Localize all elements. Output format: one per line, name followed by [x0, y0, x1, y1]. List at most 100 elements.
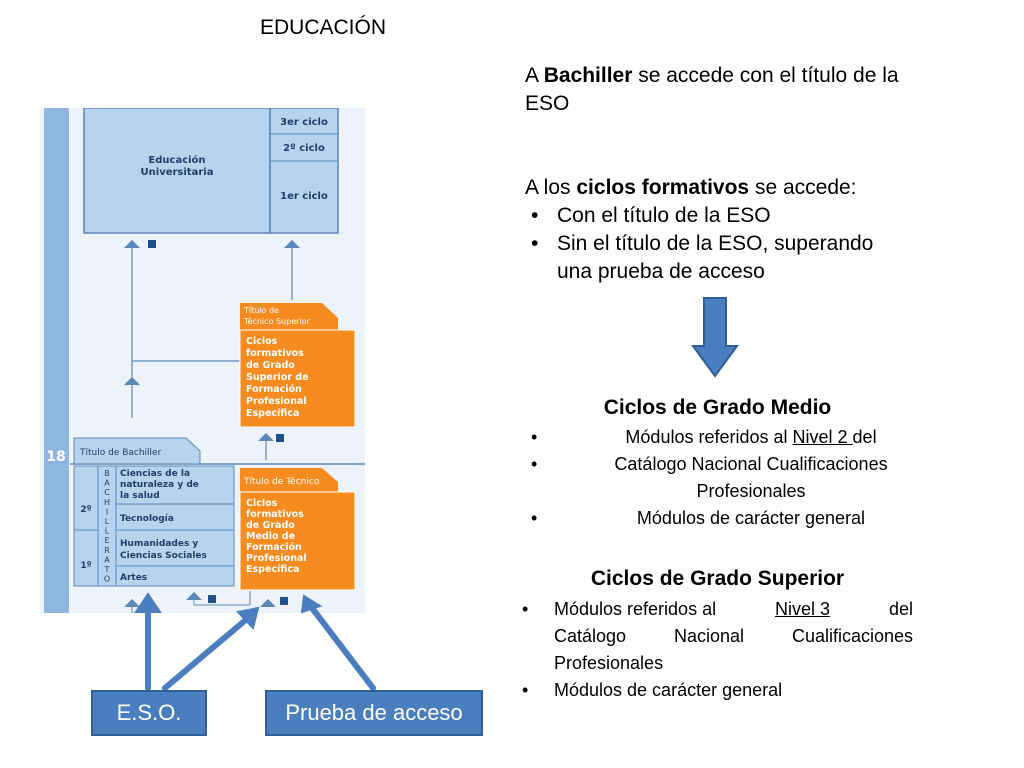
bachillerato-letter: O	[104, 575, 110, 584]
diagram-text-line: Superior de	[246, 372, 309, 383]
eso-button[interactable]: E.S.O.	[91, 690, 207, 736]
diagram-text-line: Específica	[246, 408, 299, 419]
titulo-tecnico-tab	[240, 468, 338, 492]
grado-medio-bullet-1-cont: Catálogo Nacional CualificacionesProfesi…	[525, 451, 945, 505]
titulo-tecnico-superior-tab	[240, 303, 338, 330]
ciclo1-label: 1er ciclo	[280, 191, 328, 202]
bachillerato-letter: L	[105, 527, 110, 536]
diagram-text-line: Ciclos	[246, 498, 278, 509]
up-arrow-icon	[124, 240, 140, 248]
education-system-diagram: 18 Educación Universitaria 3er ciclo 2º …	[40, 108, 365, 613]
ciclos-bullet-2-line2: una prueba de acceso	[557, 260, 765, 283]
diagram-text-line: Profesional	[246, 553, 307, 564]
bachillerato-letter: B	[104, 469, 110, 478]
grado-medio-bullet-1: Módulos referidos al Nivel 2 del	[525, 424, 945, 451]
gs-b1-level: Nivel 3	[775, 599, 831, 619]
grado-medio-list: Módulos referidos al Nivel 2 del Catálog…	[525, 424, 945, 532]
bachillerato-letter: A	[104, 555, 110, 564]
gm-b1-post: del	[852, 427, 877, 447]
grado-superior-bullet-2: • Módulos de carácter general	[522, 680, 783, 700]
gm-b1-level: Nivel 2	[792, 427, 853, 447]
diagram-text-line: de Grado	[246, 520, 295, 531]
ciclos-prefix: A los	[525, 176, 577, 199]
grado-superior-bullet-1: • Módulos referidos al Nivel 3 del Catál…	[500, 596, 913, 677]
grado-superior-heading: Ciclos de Grado Superior	[590, 567, 845, 590]
ciclos-bullet-2: Sin el título de la ESO, superando una pr…	[525, 230, 945, 286]
titulo-tecnico-label: Título de Técnico	[243, 476, 320, 487]
bachillerato-letter: C	[104, 488, 110, 497]
ciclos-suffix: se accede:	[749, 176, 857, 199]
titulo-bachiller-tab	[73, 437, 201, 465]
mod-artes: Artes	[120, 573, 147, 583]
mod-humanidades-2: Ciencias Sociales	[120, 551, 207, 561]
age-bar	[44, 108, 69, 613]
diagram-text-line: Profesional	[246, 396, 307, 407]
diagram-text-line: Específica	[246, 564, 299, 575]
gm-b1-line2: Catálogo Nacional Cualificaciones	[614, 454, 888, 474]
university-box	[83, 108, 271, 234]
mod-ciencias-1: Ciencias de la	[120, 469, 190, 479]
ciclos-bold: ciclos formativos	[576, 176, 750, 199]
prueba-acceso-button[interactable]: Prueba de acceso	[265, 690, 483, 736]
bachillerato-letter: A	[104, 479, 110, 488]
diagram-text-line: Medio de	[246, 531, 295, 542]
bachillerato-letter: I	[106, 507, 108, 516]
up-arrow-icon	[284, 240, 300, 248]
ciclo2-label: 2º ciclo	[283, 143, 325, 154]
ciclos-bullet-2-line1: Sin el título de la ESO, superando	[557, 232, 874, 255]
diagram-text-line: Ciclos	[246, 336, 278, 347]
bachillerato-letter: L	[105, 517, 110, 526]
diagram-text-line: formativos	[246, 348, 304, 359]
gs-b1-line3: Profesionales	[554, 653, 664, 673]
down-arrow-icon	[691, 297, 739, 378]
ciclos-superior-box	[239, 329, 356, 428]
mod-ciencias-3: la salud	[120, 491, 160, 501]
titulo-bachiller-label: Título de Bachiller	[79, 448, 162, 458]
bachiller-line2: ESO	[525, 92, 570, 115]
diagram-text-line: Formación	[246, 542, 302, 553]
ciclo3-label: 3er ciclo	[280, 117, 328, 128]
up-arrow-icon	[186, 592, 202, 600]
up-arrow-icon	[260, 599, 276, 607]
mod-tecnologia: Tecnología	[120, 514, 174, 524]
square-marker-icon	[276, 434, 284, 442]
university-label-1: Educación	[148, 154, 205, 166]
square-marker-icon	[148, 240, 156, 248]
bachillerato-letter: T	[104, 565, 110, 574]
gs-b1-line2: Catálogo Nacional Cualificaciones	[554, 626, 913, 646]
bachiller-prefix: A	[525, 64, 544, 87]
grado-superior-list: • Módulos referidos al Nivel 3 del Catál…	[500, 596, 913, 704]
curso-2-label: 2º	[80, 505, 91, 515]
up-arrow-icon	[124, 377, 140, 385]
bachiller-rest: se accede con el título de la	[632, 64, 899, 87]
gs-b1-pre: Módulos referidos al	[554, 599, 717, 619]
grado-medio-heading: Ciclos de Grado Medio	[603, 396, 832, 419]
bachiller-paragraph: A Bachiller se accede con el título de l…	[525, 62, 945, 118]
ciclos-medio-box	[239, 491, 356, 591]
cycles-column	[269, 108, 339, 234]
grado-medio-bullet-2: Módulos de carácter general	[525, 505, 945, 532]
square-marker-icon	[280, 597, 288, 605]
titulo-superior-2: Técnico Superior	[243, 316, 311, 326]
titulo-superior-1: Título de	[243, 306, 279, 315]
mod-ciencias-2: naturaleza y de	[120, 480, 199, 490]
up-arrow-icon	[258, 433, 274, 441]
university-label-2: Universitaria	[141, 167, 214, 178]
gs-b2: Módulos de carácter general	[554, 680, 783, 700]
bachiller-bold: Bachiller	[543, 64, 633, 87]
gm-b1-line3: Profesionales	[696, 481, 806, 501]
bachillerato-letter: R	[104, 546, 110, 555]
diagram-text-line: Formación	[246, 384, 302, 395]
diagram-text-line: de Grado	[246, 360, 295, 371]
mod-humanidades-1: Humanidades y	[120, 539, 198, 549]
ciclos-paragraph: A los ciclos formativos se accede: Con e…	[525, 174, 945, 286]
diagram-text-line: formativos	[246, 509, 304, 520]
slide-title: EDUCACIÓN	[260, 16, 387, 39]
gs-b1-post: del	[888, 599, 913, 619]
bachillerato-letter: E	[104, 536, 109, 545]
bachillerato-letter: H	[104, 498, 110, 507]
curso-1-label: 1º	[80, 561, 91, 571]
